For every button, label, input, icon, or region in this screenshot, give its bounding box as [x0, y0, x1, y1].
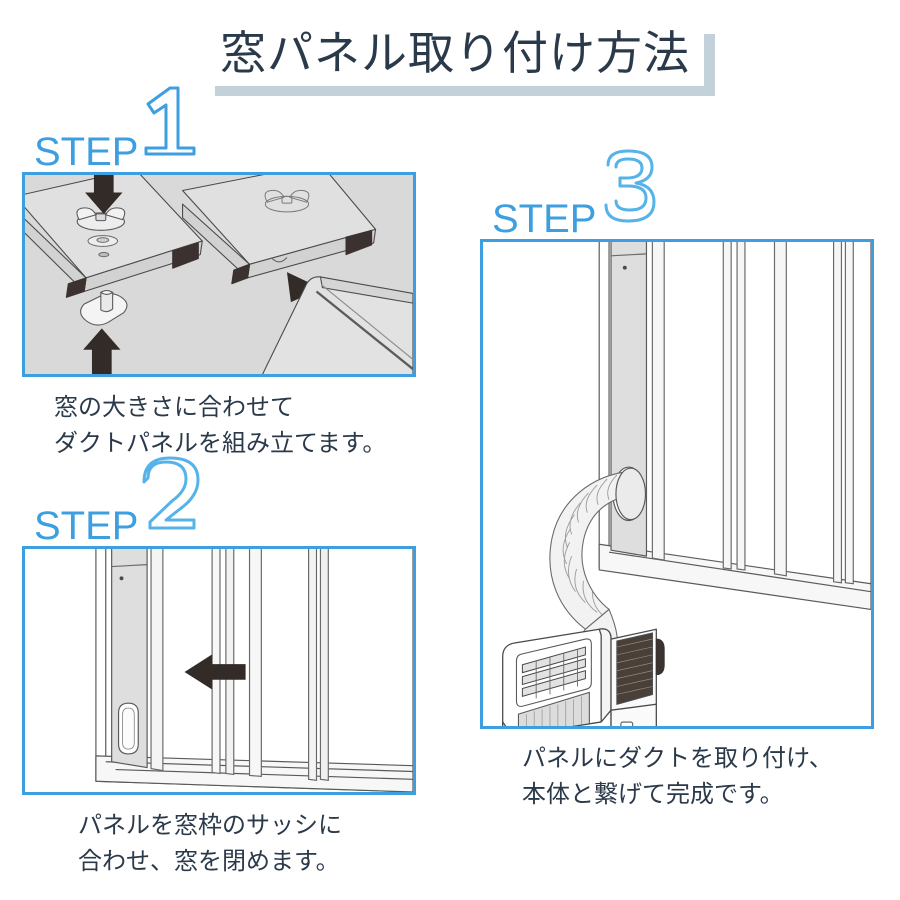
step-1-illustration-frame — [22, 172, 416, 377]
step-2-illustration-frame — [22, 546, 416, 795]
step-2-number-icon — [140, 456, 202, 530]
step-1-word: STEP — [34, 130, 139, 174]
step-3-illustration — [483, 242, 871, 726]
step-3-block: STEP — [480, 149, 880, 810]
step-3-illustration-frame — [480, 239, 874, 729]
step-3-caption: パネルにダクトを取り付け、 本体と繋げて完成です。 — [522, 745, 833, 808]
step-2-heading: STEP — [34, 456, 202, 548]
step-2-block: STEP — [22, 456, 422, 882]
step-2-word: STEP — [34, 504, 139, 548]
step-3-word: STEP — [492, 197, 597, 241]
step-1-block: STEP — [22, 86, 422, 458]
step-1-illustration — [25, 175, 413, 374]
page-title: 窓パネル取り付け方法 — [220, 27, 690, 79]
step-1-caption: 窓の大きさに合わせて ダクトパネルを組み立てます。 — [54, 394, 387, 457]
step-3-number-icon — [598, 149, 660, 223]
step-3-heading: STEP — [492, 149, 660, 241]
page-title-block: 窓パネル取り付け方法 — [0, 12, 900, 98]
step-1-heading: STEP — [34, 86, 200, 174]
title-plate — [206, 24, 704, 86]
step-2-caption: パネルを窓枠のサッシに 合わせ、窓を閉めます。 — [78, 812, 342, 875]
step-2-illustration — [25, 549, 413, 792]
